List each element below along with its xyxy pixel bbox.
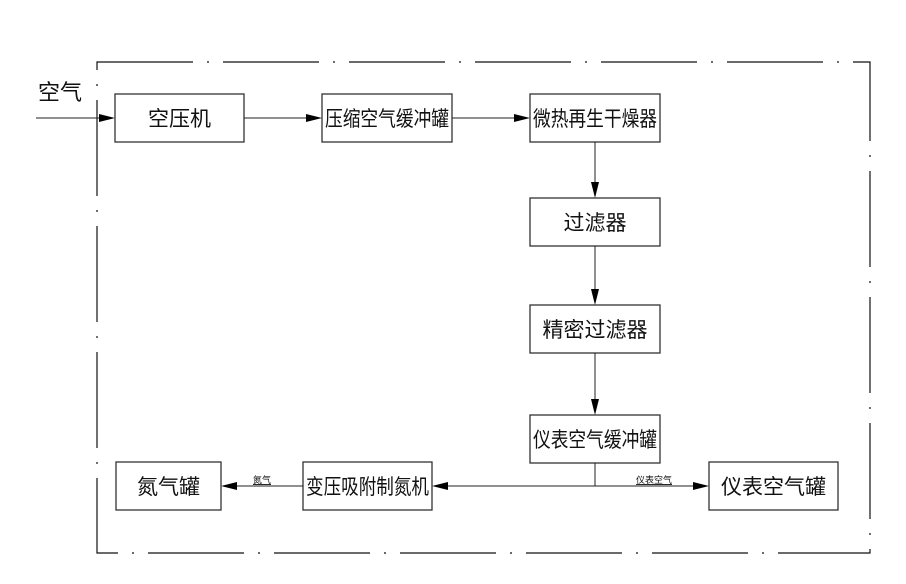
node-instrument-air-tank[interactable]: 仪表空气罐: [708, 461, 839, 511]
node-box: [115, 461, 222, 511]
arrow-head: [693, 482, 709, 490]
node-box: [529, 304, 661, 354]
node-label: 仪表空气缓冲罐: [533, 428, 657, 452]
node-label: 微热再生干燥器: [533, 107, 657, 131]
node-label: 压缩空气缓冲罐: [325, 107, 449, 131]
arrow-head: [514, 114, 530, 122]
node-label: 过滤器: [564, 211, 627, 235]
node-label: 变压吸附制氮机: [306, 475, 429, 499]
edge-label-nitrogen: 氮气: [253, 474, 271, 486]
arrow-head: [432, 482, 448, 490]
node-precision-filter[interactable]: 精密过滤器: [529, 304, 661, 354]
arrow-head: [591, 399, 599, 415]
node-box: [529, 197, 661, 247]
input-label-air: 空气: [38, 81, 82, 106]
node-air-compressor[interactable]: 空压机: [114, 93, 245, 143]
node-label: 精密过滤器: [543, 318, 648, 342]
arrow-head: [99, 114, 115, 122]
node-nitrogen-tank[interactable]: 氮气罐: [115, 461, 222, 511]
node-box: [302, 461, 433, 511]
arrow-head: [591, 182, 599, 198]
node-dryer[interactable]: 微热再生干燥器: [529, 93, 661, 143]
node-filter[interactable]: 过滤器: [529, 197, 661, 247]
system-boundary-frame: [96, 61, 871, 554]
arrow-head: [221, 482, 237, 490]
node-label: 仪表空气罐: [721, 475, 826, 499]
node-psa-nitrogen-generator[interactable]: 变压吸附制氮机: [302, 461, 433, 511]
arrow-head: [591, 289, 599, 305]
node-box: [529, 414, 661, 464]
node-box: [114, 93, 245, 143]
node-instrument-air-buffer[interactable]: 仪表空气缓冲罐: [529, 414, 661, 464]
node-label: 空压机: [148, 107, 211, 131]
arrow-head: [306, 114, 322, 122]
node-compressed-air-buffer[interactable]: 压缩空气缓冲罐: [321, 93, 453, 143]
edge-label-instrument-air: 仪表空气: [636, 474, 672, 486]
node-box: [529, 93, 661, 143]
node-label: 氮气罐: [137, 475, 200, 499]
node-box: [708, 461, 839, 511]
